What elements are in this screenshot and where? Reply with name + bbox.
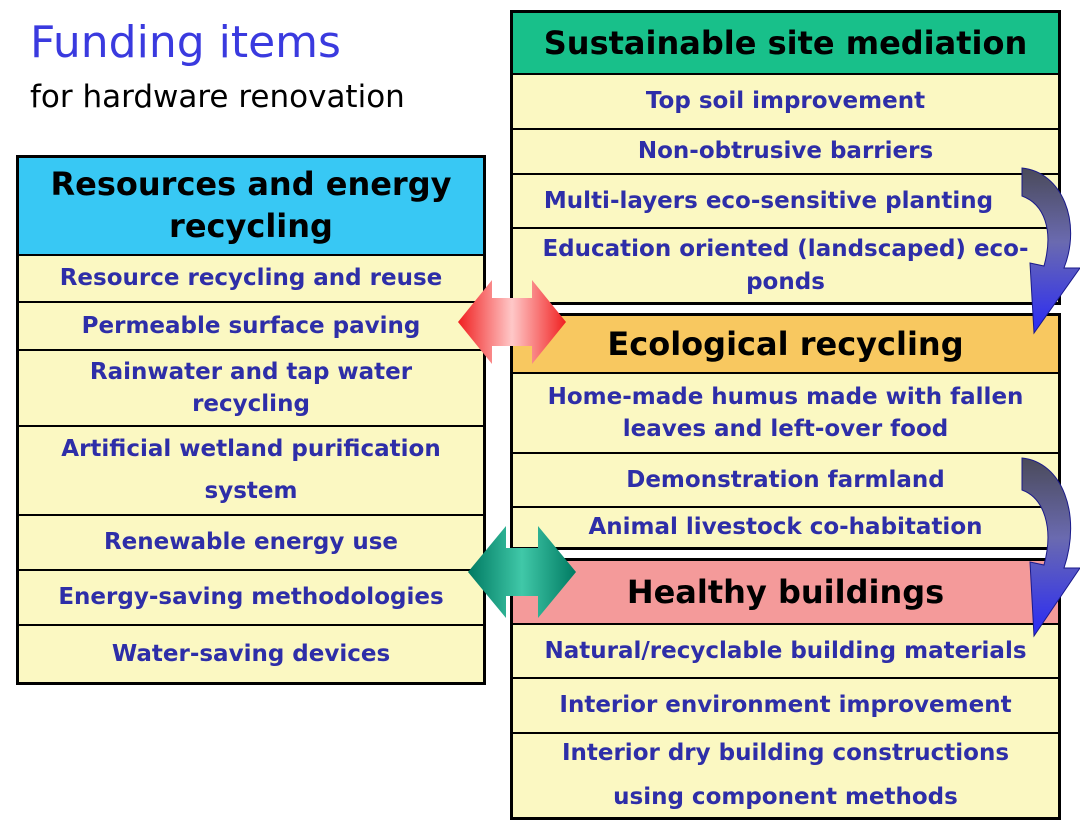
healthy-buildings-header: Healthy buildings	[513, 561, 1058, 625]
curved-arrow-icon	[1021, 457, 1080, 638]
double-arrow-green-icon	[468, 526, 576, 618]
healthy-buildings-panel: Healthy buildings Natural/recyclable bui…	[510, 558, 1061, 820]
list-item: Water-saving devices	[111, 640, 391, 667]
list-item: Animal livestock co-habitation	[588, 514, 983, 541]
list-item: Home-made humus made with fallen leaves …	[513, 374, 1058, 454]
curved-arrow-icon	[1021, 167, 1080, 335]
list-item: Interior environment improvement	[513, 679, 1058, 734]
list-item: Renewable energy use	[19, 516, 483, 571]
list-item: Energy-saving methodologies	[19, 571, 483, 626]
ecological-recycling-panel: Ecological recycling Home-made humus mad…	[510, 313, 1061, 550]
list-item: Natural/recyclable building materials	[513, 625, 1058, 679]
list-item: Multi-layers eco-sensitive planting	[513, 175, 1058, 229]
resources-energy-panel: Resources and energy recycling Resource …	[16, 155, 486, 685]
list-item: Resource recycling and reuse	[19, 256, 483, 303]
list-item: Rainwater and tap water recycling	[19, 351, 483, 427]
sustainable-site-panel: Sustainable site mediation Top soil impr…	[510, 10, 1061, 305]
resources-energy-header: Resources and energy recycling	[19, 158, 483, 256]
ecological-recycling-header: Ecological recycling	[513, 316, 1058, 374]
sustainable-site-header: Sustainable site mediation	[513, 13, 1058, 75]
list-item: Artificial wetland purification system	[19, 427, 483, 516]
page-subtitle: for hardware renovation	[30, 79, 405, 115]
double-arrow-red-icon	[458, 280, 566, 364]
list-item: Permeable surface paving	[19, 303, 483, 351]
list-item: Non-obtrusive barriers	[513, 130, 1058, 175]
list-item: Top soil improvement	[513, 75, 1058, 130]
page-title: Funding items	[30, 17, 341, 68]
list-item: Education oriented (landscaped) eco-pond…	[542, 236, 1029, 295]
list-item: Interior dry building constructions usin…	[561, 739, 1010, 810]
list-item: Demonstration farmland	[513, 454, 1058, 508]
